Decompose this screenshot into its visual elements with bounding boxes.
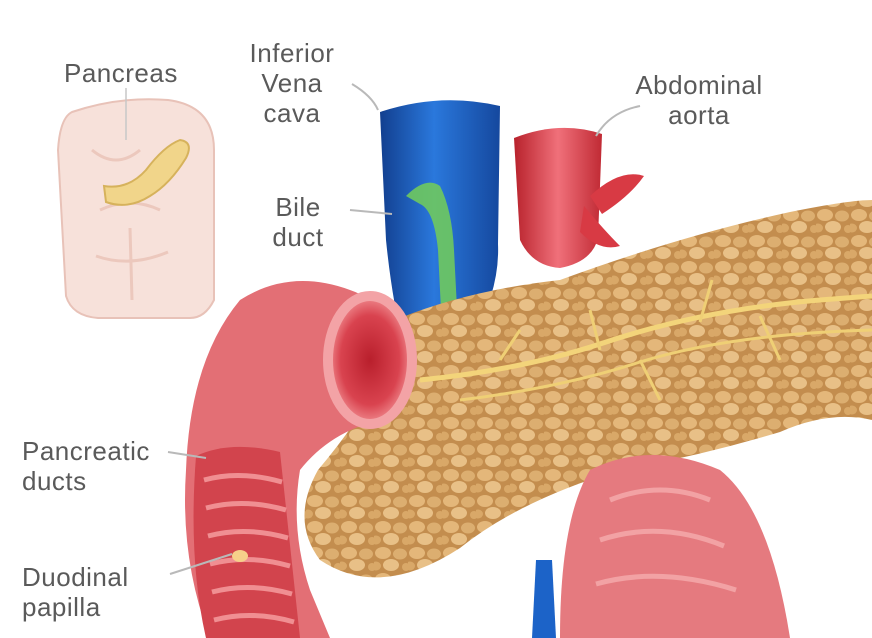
jejunum [560,455,790,638]
label-duodenal-papilla: Duodinal papilla [22,562,129,622]
label-pancreas: Pancreas [64,58,178,88]
duodenal-papilla [232,550,248,562]
label-bile-duct: Bile duct [258,192,338,252]
label-pancreatic-ducts: Pancreatic ducts [22,436,150,496]
label-abdominal-aorta: Abdominal aorta [614,70,784,130]
abdominal-aorta [514,128,602,268]
duodenum-lumen [328,296,412,424]
lower-vein [532,560,556,638]
label-inferior-vena-cava: Inferior Vena cava [232,38,352,128]
torso-thumbnail [58,88,214,318]
